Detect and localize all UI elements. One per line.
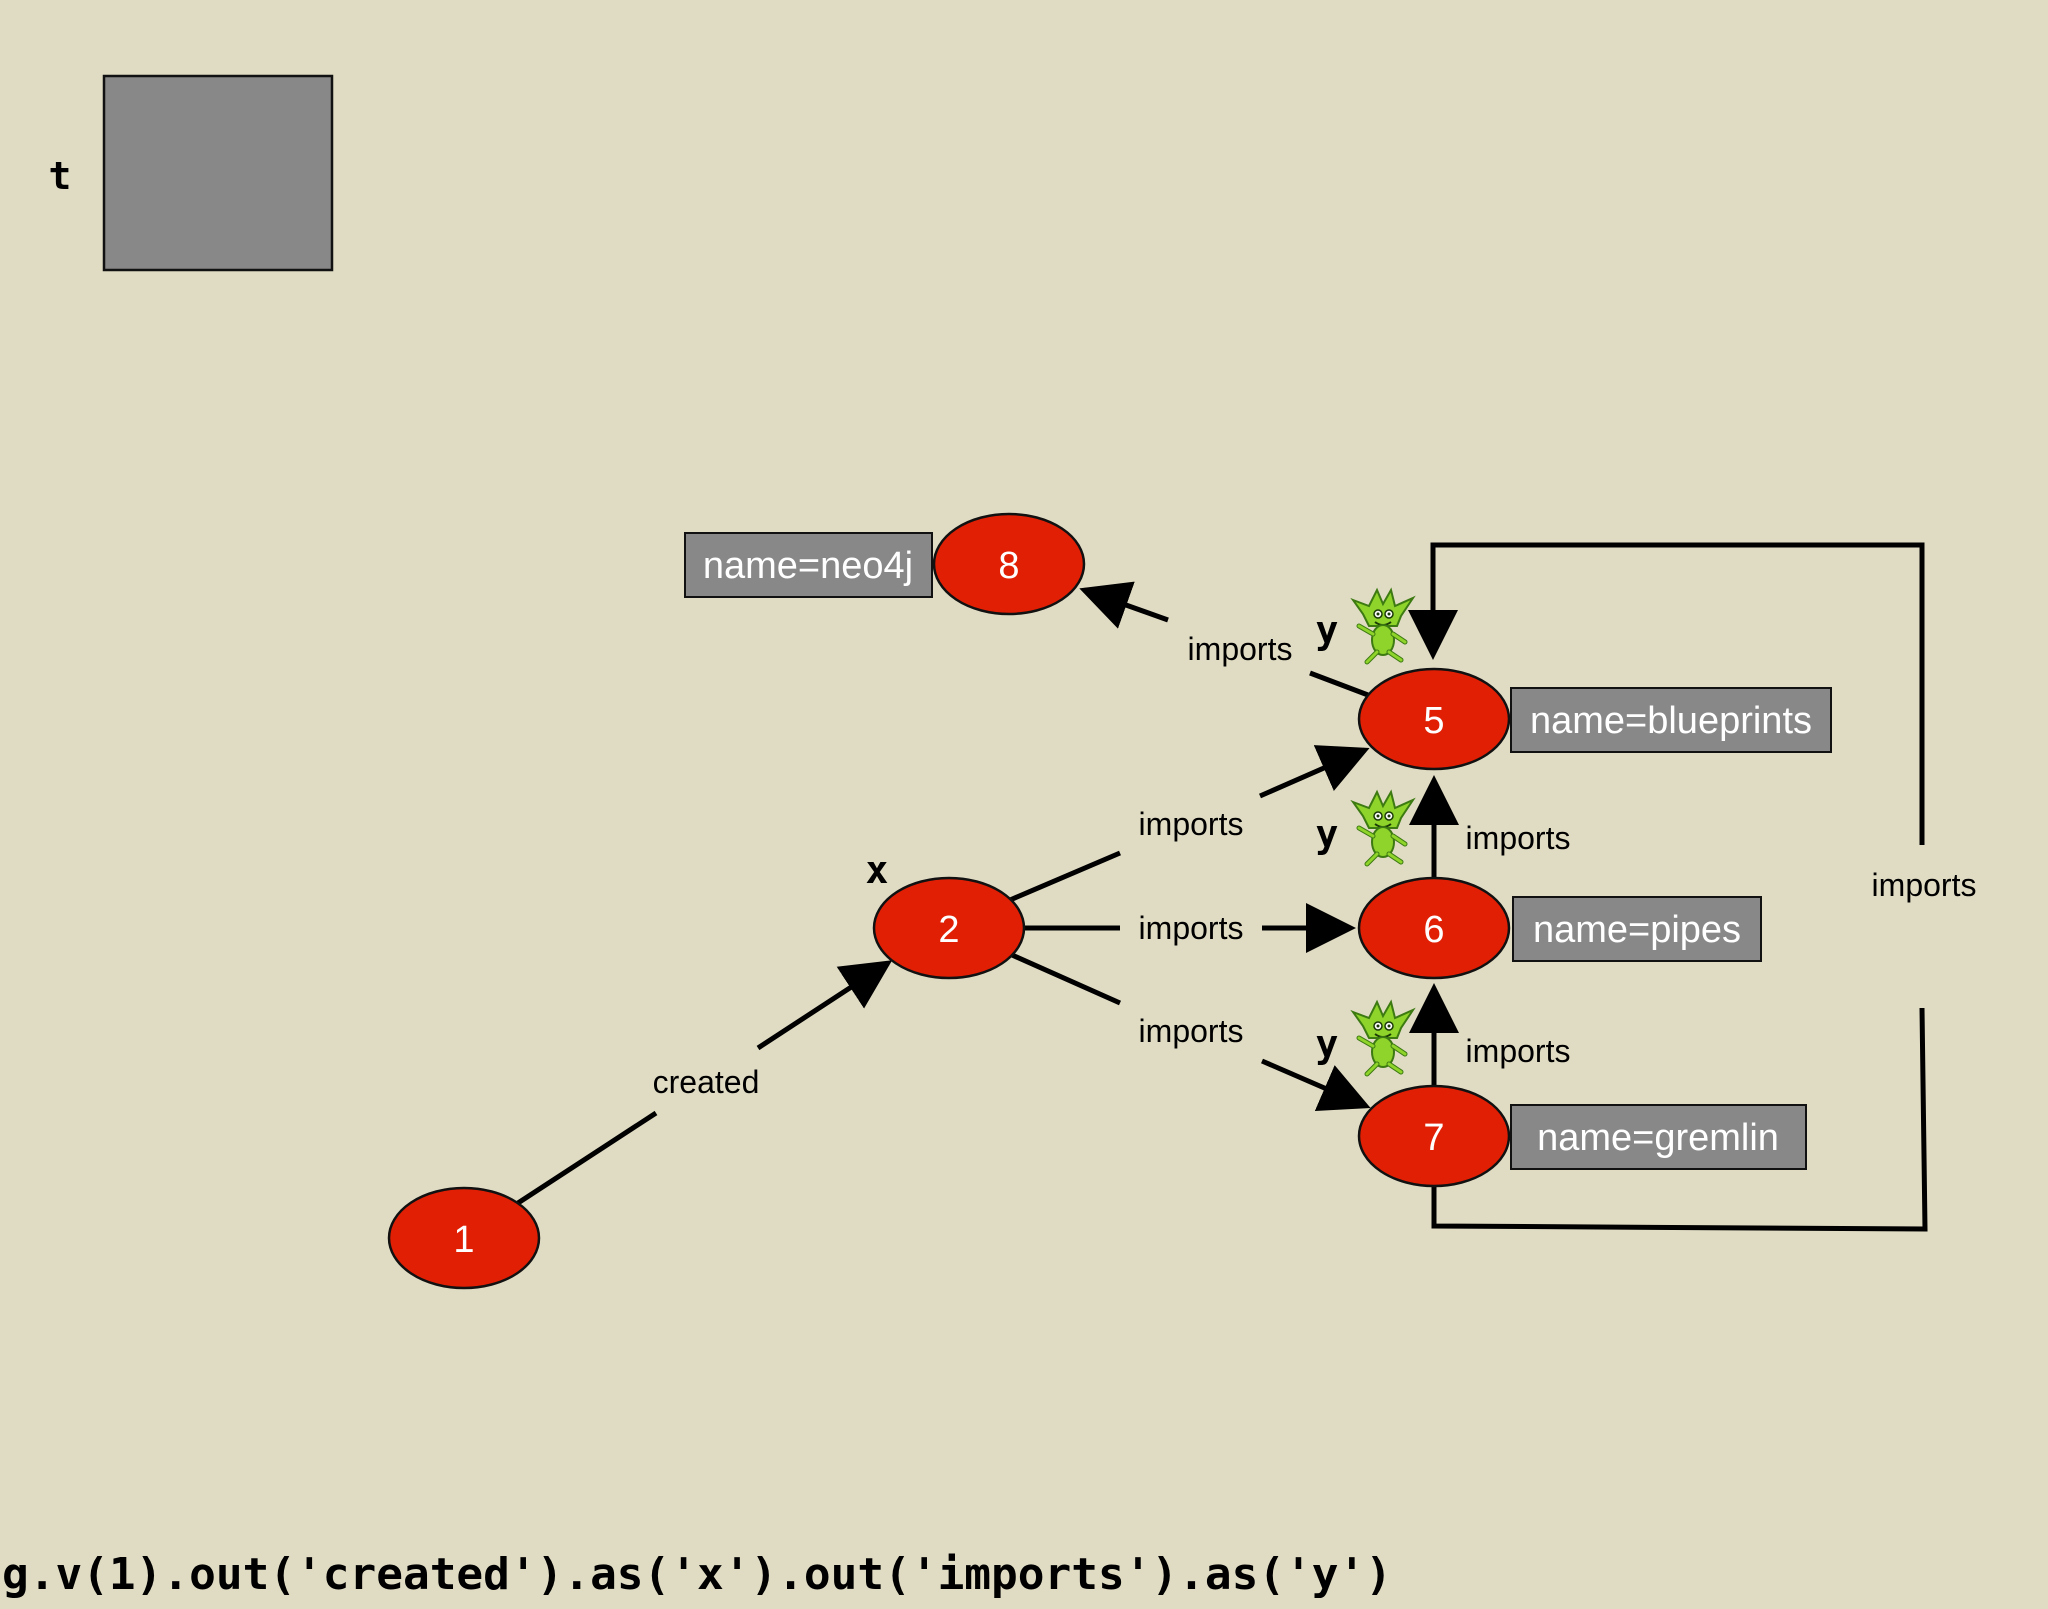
node-5-label: 5 [1423,700,1444,742]
edge-2-7-arrow [1262,1061,1366,1106]
node-6: 6 name=pipes [1359,878,1761,978]
var-y-label-7: y [1316,1022,1339,1066]
edge-label-5-8: imports [1188,631,1293,667]
edge-label-2-6: imports [1139,910,1244,946]
edge-1-2-arrow [758,963,888,1048]
property-pipes: name=pipes [1533,909,1741,951]
node-5: 5 name=blueprints [1359,669,1831,769]
table-label: t [49,154,72,198]
property-gremlin: name=gremlin [1537,1117,1779,1159]
edge-label-created: created [653,1064,760,1100]
property-neo4j: name=neo4j [703,545,913,587]
edge-2-5 [1010,853,1120,900]
edge-label-6-5: imports [1466,820,1571,856]
var-y-label-5: y [1316,608,1339,652]
edge-label-7-5: imports [1872,867,1977,903]
node-2: 2 [874,878,1024,978]
node-7: 7 name=gremlin [1359,1086,1806,1186]
edge-2-5-arrow [1260,750,1365,796]
goblin-icon [1353,590,1413,662]
node-6-label: 6 [1423,909,1444,951]
node-1: 1 [389,1188,539,1288]
node-7-label: 7 [1423,1117,1444,1159]
node-1-label: 1 [453,1219,474,1261]
table-box [104,76,332,270]
edge-label-7-6: imports [1466,1033,1571,1069]
goblin-icon [1353,792,1413,864]
edge-2-7 [1012,955,1120,1003]
property-blueprints: name=blueprints [1530,700,1812,742]
node-8-label: 8 [998,545,1019,587]
edge-5-8 [1310,673,1368,695]
gremlin-query: g.v(1).out('created').as('x').out('impor… [2,1549,1392,1600]
edge-label-2-7: imports [1139,1013,1244,1049]
edge-5-8-arrow [1084,590,1168,620]
var-y-label-6: y [1316,812,1339,856]
goblin-icon [1353,1002,1413,1074]
var-x-label: x [866,848,889,892]
node-2-label: 2 [938,909,959,951]
node-8: name=neo4j 8 [685,514,1084,614]
edge-label-2-5: imports [1139,806,1244,842]
edge-1-2 [518,1113,656,1203]
